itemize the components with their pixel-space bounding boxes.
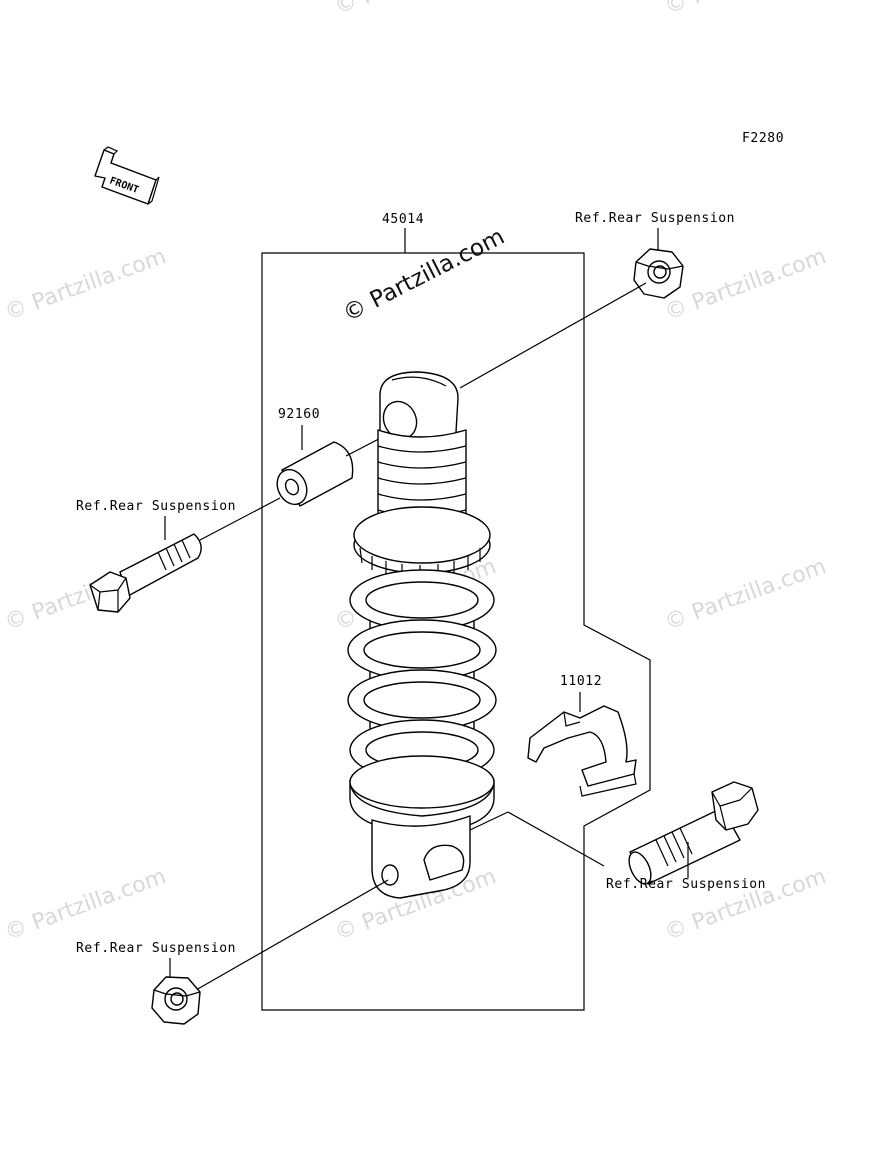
ref-label-left: Ref.Rear Suspension [76, 499, 236, 514]
part-number-45014: 45014 [382, 212, 424, 227]
figure-code: F2280 [742, 131, 784, 146]
bolt-left [89, 533, 202, 613]
watermark: © Partzilla.com [332, 0, 500, 20]
leader-line [459, 282, 647, 389]
bolt-right [628, 781, 759, 885]
leader-line [199, 497, 281, 541]
front-arrow-icon: FRONT [94, 146, 160, 205]
watermark: © Partzilla.com [2, 864, 170, 946]
leader-line [469, 811, 509, 831]
watermark: © Partzilla.com [662, 244, 830, 326]
leader-line [507, 811, 605, 867]
shock-absorber-45014 [347, 371, 497, 899]
ref-label-right: Ref.Rear Suspension [606, 877, 766, 892]
watermark: © Partzilla.com [2, 244, 170, 326]
collar-92160 [276, 441, 354, 507]
leader-line [195, 879, 389, 991]
ref-label-bottom-left: Ref.Rear Suspension [76, 941, 236, 956]
ref-label-top-right: Ref.Rear Suspension [575, 211, 735, 226]
watermark-main: © Partzilla.com [339, 224, 509, 328]
part-number-11012: 11012 [560, 674, 602, 689]
watermark: © Partzilla.com [662, 0, 830, 20]
part-number-92160: 92160 [278, 407, 320, 422]
assembly-outline [261, 252, 651, 1011]
watermark: © Partzilla.com [662, 554, 830, 636]
clip-11012 [527, 705, 637, 797]
nut-top [633, 248, 684, 299]
nut-bottom [151, 976, 201, 1025]
